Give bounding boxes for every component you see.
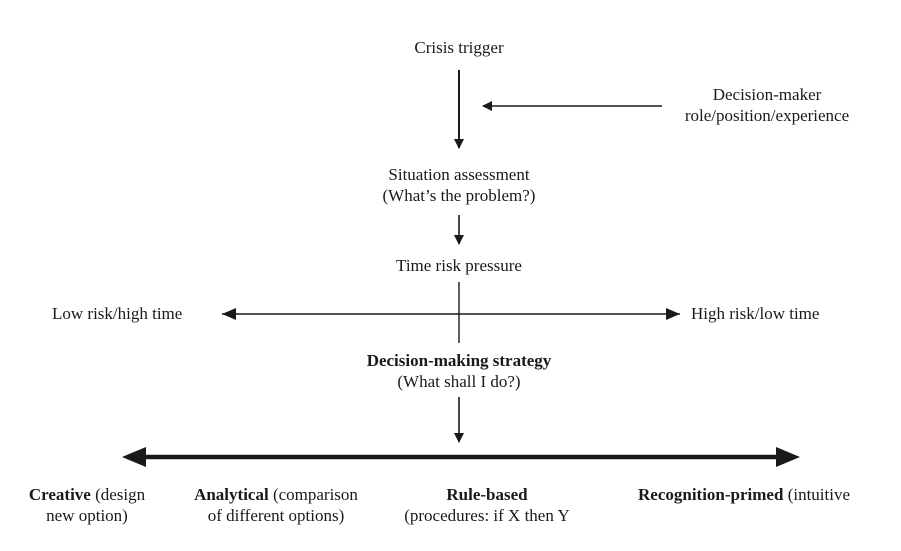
strategy-creative-desc2: new option) (46, 506, 128, 525)
situation-assessment-title: Situation assessment (388, 165, 530, 184)
strategy-creative: Creative (design new option) (12, 484, 162, 526)
decision-maker-line1: Decision-maker (712, 85, 822, 104)
strategy-rule-based: Rule-based (procedures: if X then Y (377, 484, 597, 526)
strategy-rule-based-desc2: (procedures: if X then Y (404, 506, 570, 525)
high-risk-label: High risk/low time (691, 304, 820, 323)
spectrum-right-arrowhead (776, 447, 800, 467)
decision-strategy-label: Decision-making strategy (What shall I d… (319, 350, 599, 392)
time-risk-pressure-label: Time risk pressure (396, 256, 522, 275)
crisis-trigger-label: Crisis trigger (414, 38, 504, 57)
decision-maker-label: Decision-maker role/position/experience (662, 84, 872, 126)
strategy-recognition-primed-name: Recognition-primed (638, 485, 784, 504)
strategy-analytical: Analytical (comparison of different opti… (176, 484, 376, 526)
low-risk-label: Low risk/high time (52, 304, 183, 323)
strategy-analytical-desc1: (comparison (268, 485, 358, 504)
strategy-analytical-desc2: of different options) (207, 506, 345, 525)
risk-axis-right-arrowhead (666, 308, 680, 320)
decision-maker-line2: role/position/experience (684, 106, 850, 125)
decision-strategy-question: (What shall I do?) (397, 372, 521, 391)
risk-axis-left-arrowhead (222, 308, 236, 320)
situation-assessment-question: (What’s the problem?) (382, 186, 536, 205)
strategy-rule-based-name: Rule-based (446, 485, 528, 504)
strategy-analytical-name: Analytical (194, 485, 269, 504)
strategy-creative-desc1: (design (90, 485, 146, 504)
decision-strategy-title: Decision-making strategy (366, 351, 552, 370)
situation-assessment-label: Situation assessment (What’s the problem… (339, 164, 579, 206)
strategy-recognition-primed: Recognition-primed (intuitive (638, 484, 850, 505)
spectrum-left-arrowhead (122, 447, 146, 467)
strategy-recognition-primed-desc1: (intuitive (783, 485, 851, 504)
strategy-creative-name: Creative (28, 485, 91, 504)
